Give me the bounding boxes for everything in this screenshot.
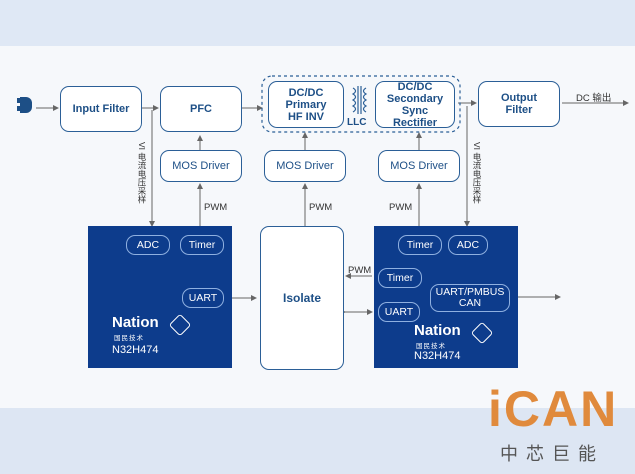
mcu-right: Timer ADC Timer UART/PMBUS CAN UART Nati… <box>374 226 518 368</box>
pfc-block: PFC <box>160 86 242 132</box>
mos-driver-3-label: MOS Driver <box>390 160 448 172</box>
power-plug-icon <box>14 94 38 122</box>
dcdc-secondary-block: DC/DC Secondary Sync Rectifier <box>375 80 455 129</box>
llc-label: LLC <box>347 117 367 128</box>
vi-sampling-label-left: VI 电流电压采样 <box>137 142 147 204</box>
pwm-label-right: PWM <box>389 202 413 213</box>
ican-logo-text: iCAN <box>488 381 619 437</box>
mcu-right-part: N32H474 <box>414 350 461 362</box>
dcdc-secondary-label: DC/DC Secondary Sync Rectifier <box>386 80 444 129</box>
output-filter-label: Output Filter <box>500 92 538 116</box>
isolate-block: Isolate <box>260 226 344 370</box>
mcu-right-brand: Nation <box>414 322 461 339</box>
mcu-right-uart-pmbus-can: UART/PMBUS CAN <box>430 284 510 312</box>
dc-output-label: DC 输出 <box>576 93 612 104</box>
mcu-left-brand-sub: 国民技术 <box>114 335 144 342</box>
mcu-right-adc: ADC <box>448 235 488 255</box>
mcu-right-timer: Timer <box>378 268 422 288</box>
top-band <box>0 0 635 46</box>
pwm-label-left: PWM <box>204 202 228 213</box>
mos-driver-1: MOS Driver <box>160 150 242 182</box>
mos-driver-2-label: MOS Driver <box>276 160 334 172</box>
input-filter-block: Input Filter <box>60 86 142 132</box>
input-filter-label: Input Filter <box>72 103 130 115</box>
ican-watermark: iCAN 中芯巨能 <box>486 380 626 472</box>
mcu-right-uart: UART <box>378 302 420 322</box>
pfc-label: PFC <box>190 103 212 115</box>
mcu-right-brand-icon <box>470 321 494 345</box>
dcdc-primary-label: DC/DC Primary HF INV <box>285 86 327 123</box>
mcu-right-brand-sub: 国民技术 <box>416 343 446 350</box>
mcu-left-timer: Timer <box>180 235 224 255</box>
mcu-left-uart: UART <box>182 288 224 308</box>
mos-driver-1-label: MOS Driver <box>172 160 230 172</box>
vi-sampling-label-right: VI 电流电压采样 <box>472 142 482 204</box>
isolate-label: Isolate <box>282 291 321 305</box>
mcu-left-part: N32H474 <box>112 344 159 356</box>
mcu-left: ADC Timer UART Nation 国民技术 N32H474 <box>88 226 232 368</box>
mos-driver-3: MOS Driver <box>378 150 460 182</box>
output-filter-block: Output Filter <box>478 81 560 127</box>
mos-driver-2: MOS Driver <box>264 150 346 182</box>
bottom-band <box>0 408 635 474</box>
mcu-left-brand: Nation <box>112 314 159 331</box>
mcu-left-adc: ADC <box>126 235 170 255</box>
mcu-right-timer-top: Timer <box>398 235 442 255</box>
mcu-left-brand-icon <box>168 313 192 337</box>
dcdc-primary-block: DC/DC Primary HF INV <box>268 81 344 128</box>
pwm-label-mid: PWM <box>309 202 333 213</box>
ican-logo-subtext: 中芯巨能 <box>500 444 604 464</box>
pwm-label-isolate: PWM <box>348 265 372 276</box>
